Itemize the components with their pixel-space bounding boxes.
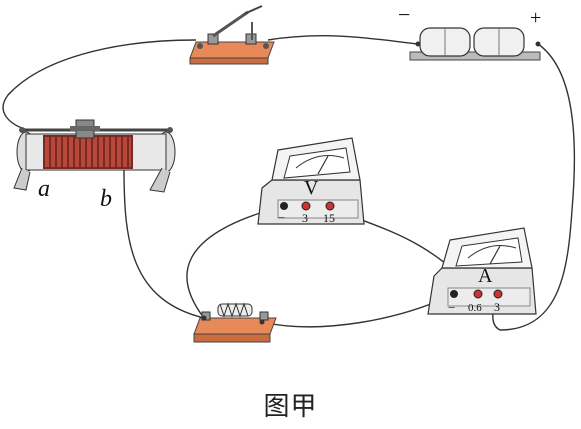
knife-switch [189,5,275,65]
ammeter-symbol: A [478,265,493,287]
rheostat-end-b-label: b [100,186,112,212]
ammeter-terminal-3: 3 [494,300,500,314]
wire-battery-ammeter [492,43,576,331]
rheostat-end-a-label: a [38,176,50,202]
voltmeter: V − 3 15 [257,137,365,225]
ammeter-neg-label: − [448,300,455,315]
rheostat-coil [43,135,133,169]
wire-switch-rheostat [2,39,197,131]
wire-resistor-voltmeter [186,205,285,319]
voltmeter-symbol: V [304,177,319,199]
ammeter: A − 0.6 3 [427,227,537,315]
wire-switch-battery [267,34,419,45]
battery: − + [398,2,541,61]
wire-rheostat-resistor [123,167,205,319]
battery-minus-label: − [398,2,410,27]
wire-resistor-ammeter-neg [261,293,455,328]
voltmeter-terminal-15: 15 [323,211,335,225]
voltmeter-neg-label: − [278,210,285,225]
battery-plus-label: + [530,7,541,29]
figure-caption: 图甲 [263,392,318,422]
voltmeter-terminal-3: 3 [302,211,308,225]
ammeter-terminal-0-6: 0.6 [468,302,482,314]
rheostat: a b [13,119,176,212]
fixed-resistor [193,302,277,343]
